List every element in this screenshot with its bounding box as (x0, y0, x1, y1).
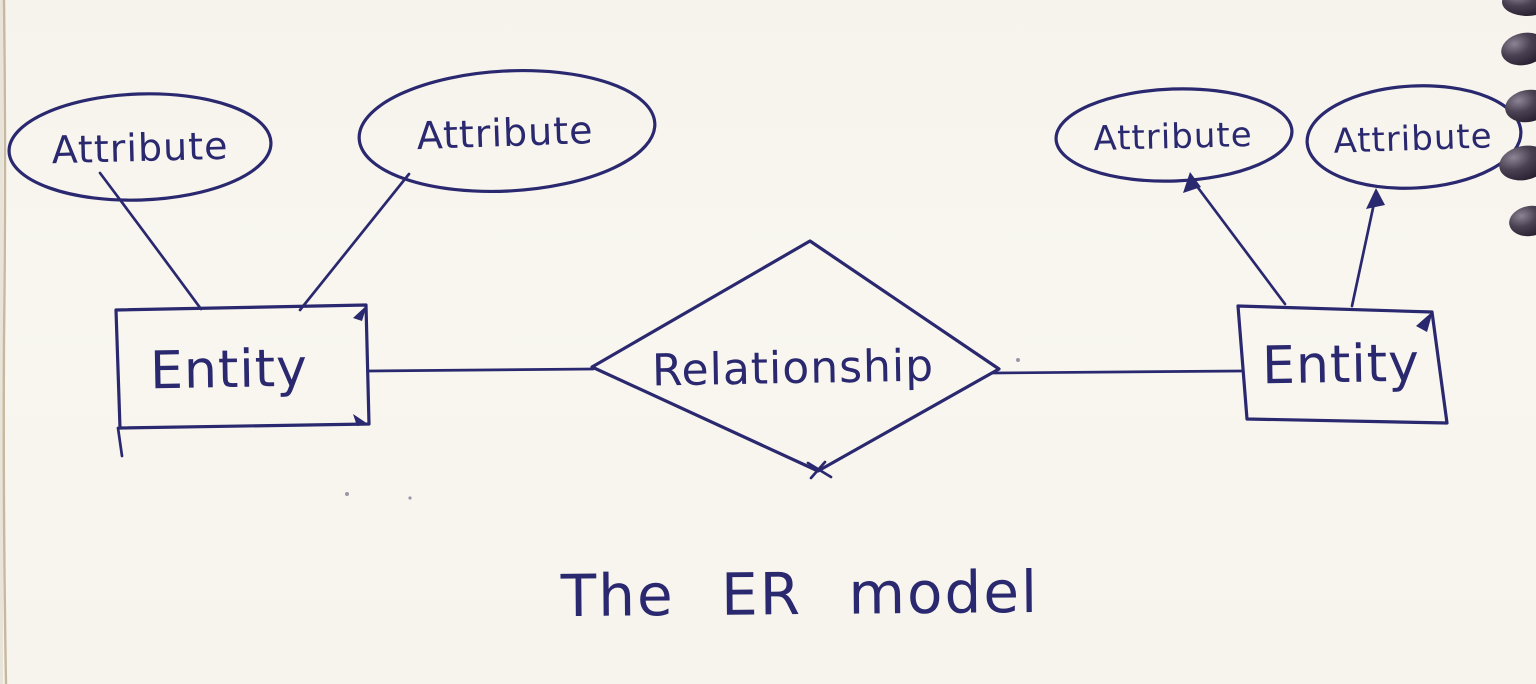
attribute-label: Attribute (416, 108, 594, 158)
paper-edge (0, 0, 8, 684)
attribute-oval (1054, 87, 1294, 183)
binding-hole (1502, 0, 1536, 16)
binding-hole (1501, 32, 1536, 66)
attribute-node-right-inner: Attribute (1054, 87, 1294, 183)
spiral-binding (1499, 0, 1536, 237)
entity-label: Entity (1262, 334, 1421, 397)
relationship-label: Relationship (652, 341, 935, 397)
binding-hole (1509, 205, 1536, 237)
connectors (98, 171, 1385, 375)
entity-label: Entity (150, 339, 309, 402)
entity-rectangle (114, 303, 371, 430)
corner-tick-bottom-right (353, 414, 368, 426)
edge-attr2-entity-left (298, 172, 411, 312)
entity-rectangle (1236, 304, 1449, 425)
edge-attr3-entity-right (1188, 175, 1287, 306)
diagram-title: The ER model (560, 558, 1040, 630)
edge-entity-left-relationship (367, 367, 595, 373)
relationship-node: Relationship (590, 239, 1001, 480)
attribute-node-right-outer: Attribute (1305, 84, 1523, 190)
attribute-node-left-inner: Attribute (357, 68, 657, 194)
corner-tick-top-right (353, 305, 367, 321)
attribute-oval (357, 68, 657, 194)
corner-tick-top-right (1416, 311, 1433, 332)
edge-attr1-entity-left (98, 171, 203, 311)
entity-node-left: Entity (114, 303, 371, 458)
attribute-oval (1305, 84, 1523, 190)
attribute-label: Attribute (1093, 115, 1253, 159)
paper-speck (345, 492, 349, 496)
attribute-node-left-outer: Attribute (7, 92, 273, 202)
binding-hole (1505, 89, 1536, 123)
entity-left-edge-overshoot (116, 426, 124, 458)
paper-speck (1016, 358, 1020, 362)
edge-attr4-entity-right (1350, 192, 1378, 308)
entity-node-right: Entity (1236, 304, 1449, 425)
edge-relationship-entity-right (990, 369, 1243, 375)
attribute-oval (7, 92, 273, 202)
attribute-label: Attribute (51, 124, 229, 173)
arrowhead-attr4 (1366, 188, 1385, 209)
arrowhead-attr3 (1183, 172, 1201, 193)
binding-hole (1499, 145, 1536, 181)
diamond-bottom-tick-2 (809, 460, 827, 480)
attribute-label: Attribute (1333, 116, 1493, 162)
paper-speck (408, 496, 412, 500)
